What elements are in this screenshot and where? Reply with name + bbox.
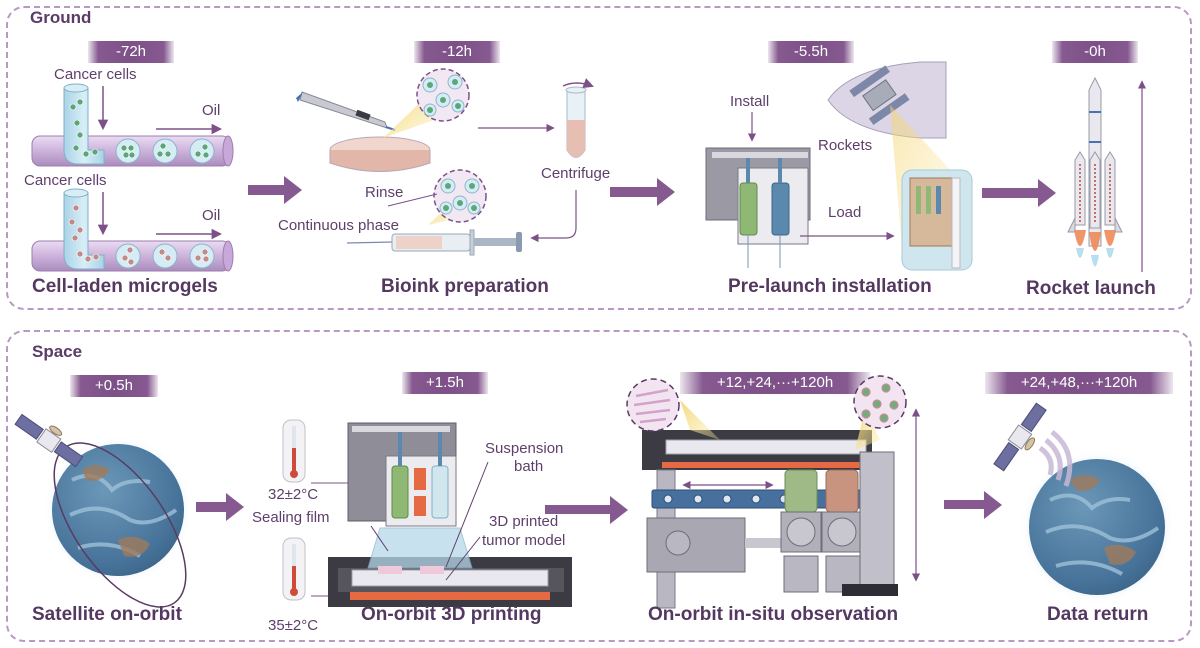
- microfluidic-tube-bottom: [31, 188, 234, 272]
- label-load: Load: [828, 204, 862, 221]
- petri-dish-icon: [329, 136, 431, 172]
- label-temp-top: 32±2°C: [268, 486, 319, 503]
- label-temp-bottom: 35±2°C: [268, 617, 319, 634]
- label-tumor-model-2: tumor model: [482, 532, 566, 549]
- label-suspension-bath-2: bath: [514, 458, 544, 475]
- flow-arrow-1: [248, 176, 302, 204]
- stage-title-data-return: Data return: [1047, 604, 1149, 625]
- rocket-icon: [1067, 76, 1123, 267]
- flow-arrow-2: [610, 178, 675, 206]
- cabinet-icon: [901, 169, 973, 271]
- label-centrifuge: Centrifuge: [541, 165, 611, 182]
- observation-rig-icon: [642, 430, 898, 609]
- flow-arrow-7: [944, 491, 1002, 519]
- thermometer-top: [282, 419, 306, 483]
- earth-globe-right: [1019, 449, 1175, 605]
- label-install: Install: [730, 93, 770, 110]
- label-tumor-model-1: 3D printed: [489, 513, 559, 530]
- time-badge-printing: +1.5h: [402, 372, 488, 394]
- label-rinse: Rinse: [365, 184, 404, 201]
- label-continuous-phase: Continuous phase: [278, 217, 399, 234]
- label-cancer-cells-top: Cancer cells: [54, 66, 137, 83]
- time-badge-observation: +12,+24,···+120h: [680, 372, 870, 394]
- syringe-icon: [346, 229, 522, 256]
- stage-title-installation: Pre-launch installation: [728, 276, 932, 297]
- flow-arrow-6: [545, 496, 628, 524]
- satellite-icon-right: [993, 402, 1047, 472]
- time-badge-installation: -5.5h: [768, 41, 854, 63]
- pipette-icon: [296, 91, 396, 131]
- space-panel: [6, 330, 1192, 642]
- ground-panel: [6, 6, 1192, 310]
- magnify-cells: [853, 375, 907, 450]
- printer-3d-icon: [328, 422, 572, 607]
- earth-globe-left: [43, 435, 193, 608]
- time-badge-satellite: +0.5h: [70, 375, 158, 397]
- stage-title-satellite: Satellite on-orbit: [32, 604, 182, 625]
- microgel-magnify-top: [383, 68, 470, 138]
- time-badge-microgels: -72h: [88, 41, 174, 63]
- label-suspension-bath-1: Suspension: [485, 440, 564, 457]
- space-title: Space: [32, 342, 83, 361]
- centrifuge-tube-icon: [562, 78, 594, 158]
- time-badge-bioink: -12h: [414, 41, 500, 63]
- ground-title: Ground: [30, 8, 92, 27]
- flow-arrow-3: [982, 179, 1056, 207]
- stage-title-observation: On-orbit in-situ observation: [648, 604, 899, 625]
- label-oil-top: Oil: [202, 102, 221, 119]
- flow-arrow-4: [196, 493, 244, 521]
- time-badge-data-return: +24,+48,···+120h: [985, 372, 1173, 394]
- thermometer-bottom: [282, 537, 306, 601]
- stage-title-launch: Rocket launch: [1026, 278, 1156, 299]
- signal-waves-icon: [1038, 430, 1073, 487]
- microgel-magnify-bottom: [387, 169, 487, 225]
- magnify-lattice: [626, 378, 720, 440]
- label-rockets: Rockets: [818, 137, 873, 154]
- stage-title-microgels: Cell-laden microgels: [32, 276, 218, 297]
- label-sealing-film: Sealing film: [252, 509, 330, 526]
- stage-title-printing: On-orbit 3D printing: [361, 604, 542, 625]
- time-badge-launch: -0h: [1052, 41, 1138, 63]
- microfluidic-tube-top: [31, 83, 234, 167]
- stage-title-bioink: Bioink preparation: [381, 276, 549, 297]
- label-oil-bottom: Oil: [202, 207, 221, 224]
- satellite-icon-left: [14, 413, 84, 468]
- label-cancer-cells-bottom: Cancer cells: [24, 172, 107, 189]
- printhead-cartridge-icon: [705, 147, 811, 268]
